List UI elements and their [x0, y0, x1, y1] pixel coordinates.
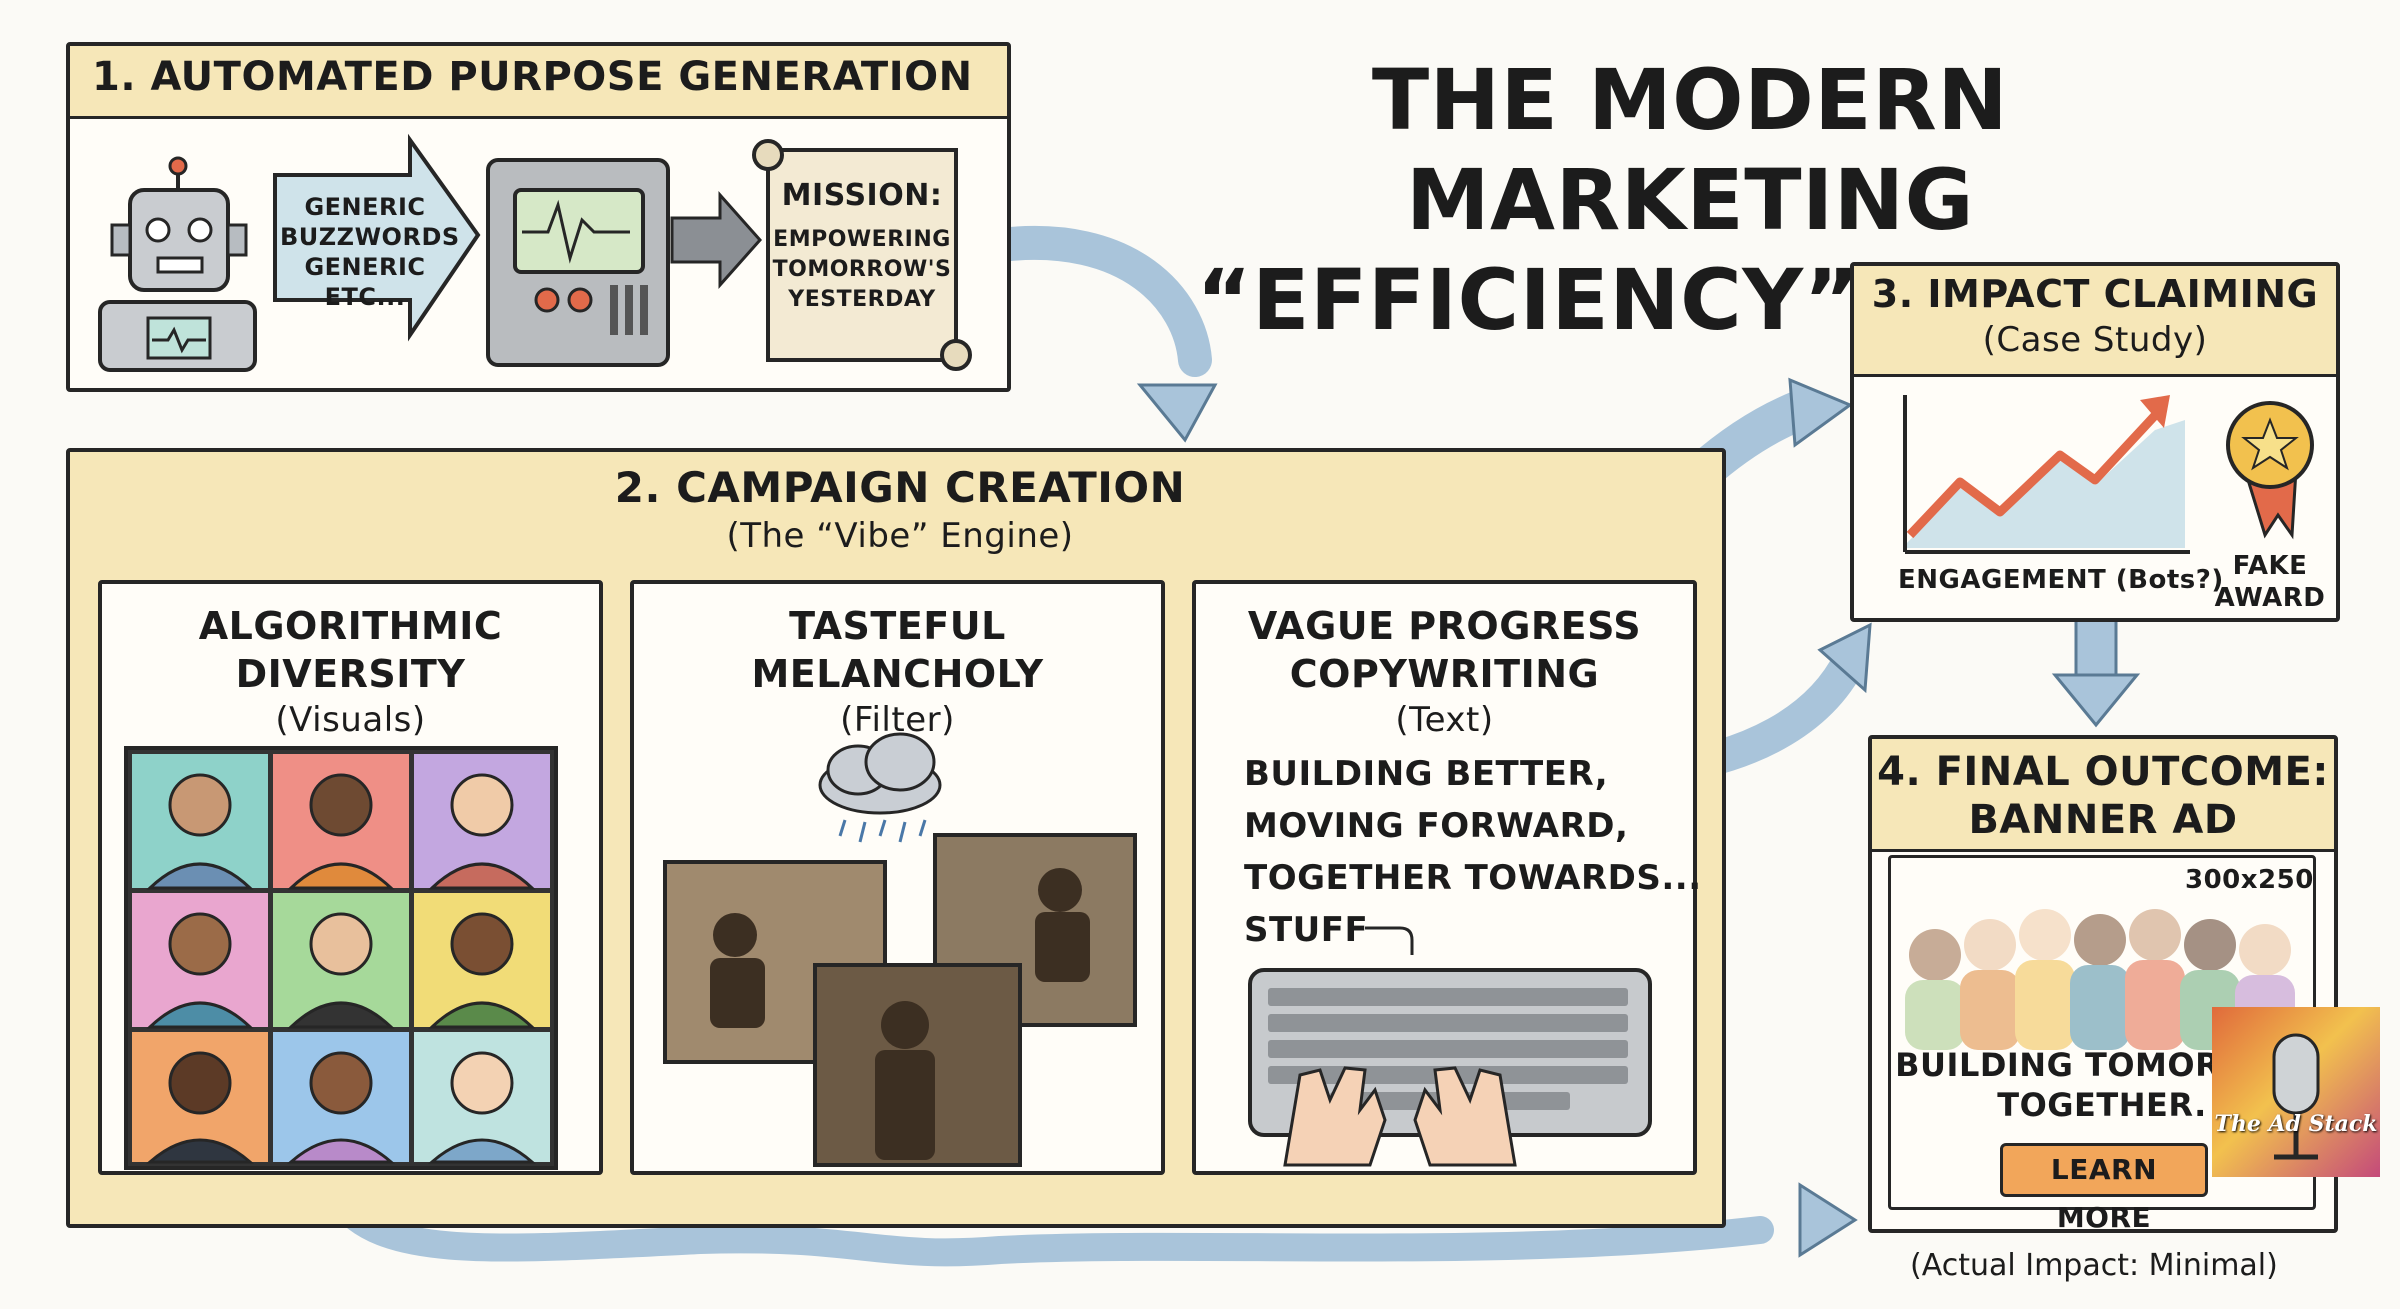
watermark-text: The Ad Stack — [2212, 1111, 2380, 1137]
impact-footnote: (Actual Impact: Minimal) — [1910, 1248, 2278, 1283]
watermark-logo: The Ad Stack — [2212, 1007, 2380, 1177]
learn-more-button[interactable]: LEARN MORE — [2000, 1143, 2208, 1197]
microphone-icon — [2212, 1007, 2380, 1177]
